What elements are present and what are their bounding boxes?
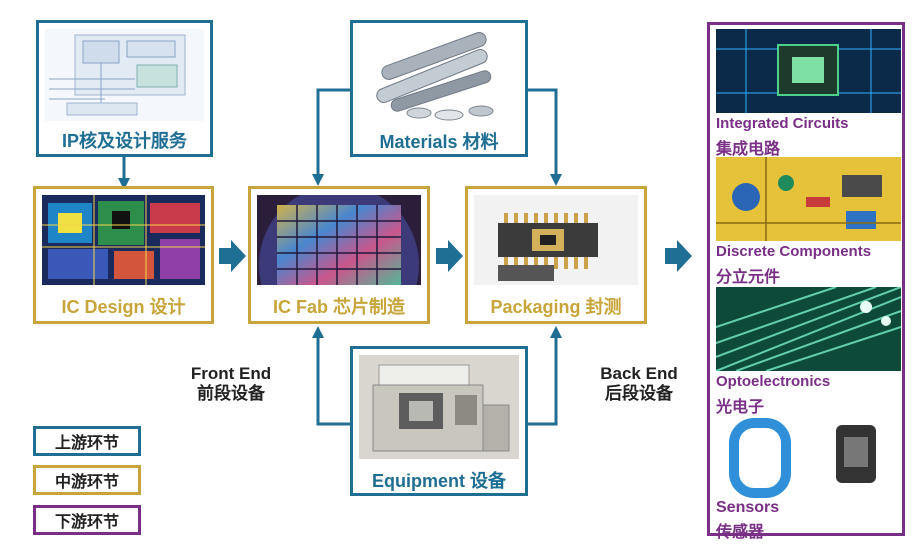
arrow-equipment-to-fab	[312, 326, 352, 426]
front-end-en: Front End	[190, 364, 272, 383]
materials-ingots-image	[359, 29, 519, 125]
materials-label: Materials 材料	[379, 132, 499, 152]
ip-schematic-image	[45, 29, 204, 121]
arrow-materials-to-packaging	[526, 88, 562, 186]
front-end-cn: 前段设备	[197, 384, 265, 403]
integrated-circuit-image	[716, 29, 901, 113]
node-ic-fab: IC Fab 芯片制造	[248, 186, 430, 324]
optical-fiber-image	[716, 287, 901, 371]
output-sensors: Sensors 传感器	[716, 415, 901, 541]
output-en-optoelectronics: Optoelectronics	[716, 373, 831, 390]
legend-downstream: 下游环节	[33, 505, 141, 535]
downstream-products-panel: Integrated Circuits 集成电路 Discrete Compon…	[707, 22, 905, 541]
output-en-discrete-components: Discrete Components	[716, 243, 872, 260]
output-cn-optoelectronics: 光电子	[716, 399, 765, 416]
ic-design-label: IC Design 设计	[61, 297, 186, 317]
node-ic-design: IC Design 设计	[33, 186, 214, 324]
ip-label: IP核及设计服务	[61, 131, 187, 151]
equipment-machine-image	[359, 355, 519, 459]
ic-fab-wafer-image	[257, 195, 421, 285]
output-cn-sensors: 传感器	[716, 524, 765, 541]
arrow-design-to-fab	[219, 240, 246, 272]
node-materials: Materials 材料	[350, 20, 528, 157]
back-end-en: Back End	[600, 364, 678, 383]
arrow-materials-to-fab	[312, 88, 352, 186]
arrow-fab-to-packaging	[436, 240, 463, 272]
legend-upstream: 上游环节	[33, 426, 141, 456]
output-en-sensors: Sensors	[716, 499, 780, 516]
packaging-chip-image	[474, 195, 638, 285]
ic-fab-label: IC Fab 芯片制造	[272, 297, 405, 317]
output-discrete-components: Discrete Components 分立元件	[716, 157, 901, 286]
node-ip-design-services: IP核及设计服务	[36, 20, 213, 157]
front-end-note: Front End 前段设备	[176, 364, 286, 404]
back-end-note: Back End 后段设备	[584, 364, 694, 404]
packaging-label: Packaging 封测	[490, 297, 622, 317]
node-equipment: Equipment 设备	[350, 346, 528, 496]
node-packaging: Packaging 封测	[465, 186, 647, 324]
output-cn-integrated-circuits: 集成电路	[716, 141, 781, 158]
back-end-cn: 后段设备	[605, 384, 673, 403]
arrow-equipment-to-packaging	[526, 326, 562, 426]
output-integrated-circuits: Integrated Circuits 集成电路	[716, 29, 901, 158]
equipment-label: Equipment 设备	[372, 471, 506, 491]
output-optoelectronics: Optoelectronics 光电子	[716, 287, 901, 416]
arrow-to-outputs	[665, 240, 692, 272]
legend-midstream: 中游环节	[33, 465, 141, 495]
output-cn-discrete-components: 分立元件	[716, 269, 781, 286]
discrete-components-image	[716, 157, 901, 241]
ic-design-layout-image	[42, 195, 205, 285]
output-en-integrated-circuits: Integrated Circuits	[716, 115, 849, 132]
sensor-devices-image	[716, 415, 901, 499]
